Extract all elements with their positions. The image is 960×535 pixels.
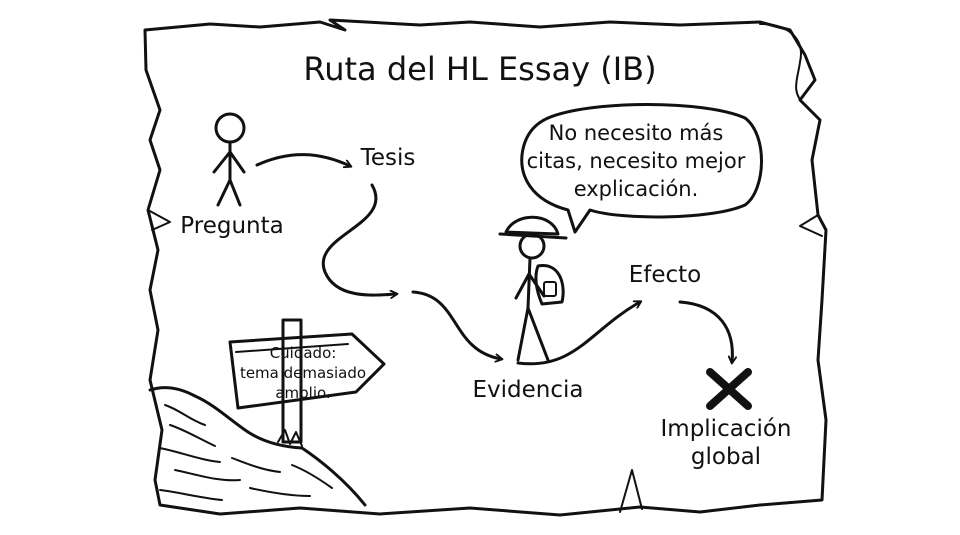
map-notch-bottom [619, 469, 643, 513]
node-tesis: Tesis [360, 145, 416, 171]
node-efecto: Efecto [629, 262, 702, 288]
arrow-efecto-to-implicacion [678, 300, 732, 362]
map-notch-left [147, 209, 171, 231]
speech-bubble-shape [520, 103, 763, 234]
node-pregunta: Pregunta [180, 213, 283, 239]
explorer-hiker-icon [498, 215, 568, 362]
speech-line-2: citas, necesito mejor [527, 149, 746, 173]
map-notch-right [799, 214, 823, 237]
cliff-edge-icon [148, 386, 367, 507]
x-mark-icon [706, 368, 752, 410]
arrow-midpoint-to-evidencia [411, 290, 501, 359]
arrow-evidencia-to-efecto [516, 302, 640, 366]
sign-line-1: Cuidado: [270, 344, 337, 362]
node-implicacion-line1: Implicación [661, 416, 792, 442]
node-evidencia: Evidencia [473, 377, 584, 403]
sign-line-3: amplio. [275, 384, 330, 402]
speech-line-1: No necesito más [549, 121, 724, 145]
arrow-tesis-to-midpoint [321, 183, 396, 295]
arrow-pregunta-to-tesis [255, 153, 350, 166]
map-parchment [143, 18, 828, 517]
arrow-sign-icon [228, 318, 386, 447]
map-title: Ruta del HL Essay (IB) [303, 50, 656, 88]
sign-line-2: tema demasiado [240, 364, 366, 382]
node-implicacion-line2: global [691, 444, 761, 470]
person-icon [212, 112, 246, 207]
speech-line-3: explicación. [574, 177, 699, 201]
map-curl-top-right [759, 23, 806, 106]
